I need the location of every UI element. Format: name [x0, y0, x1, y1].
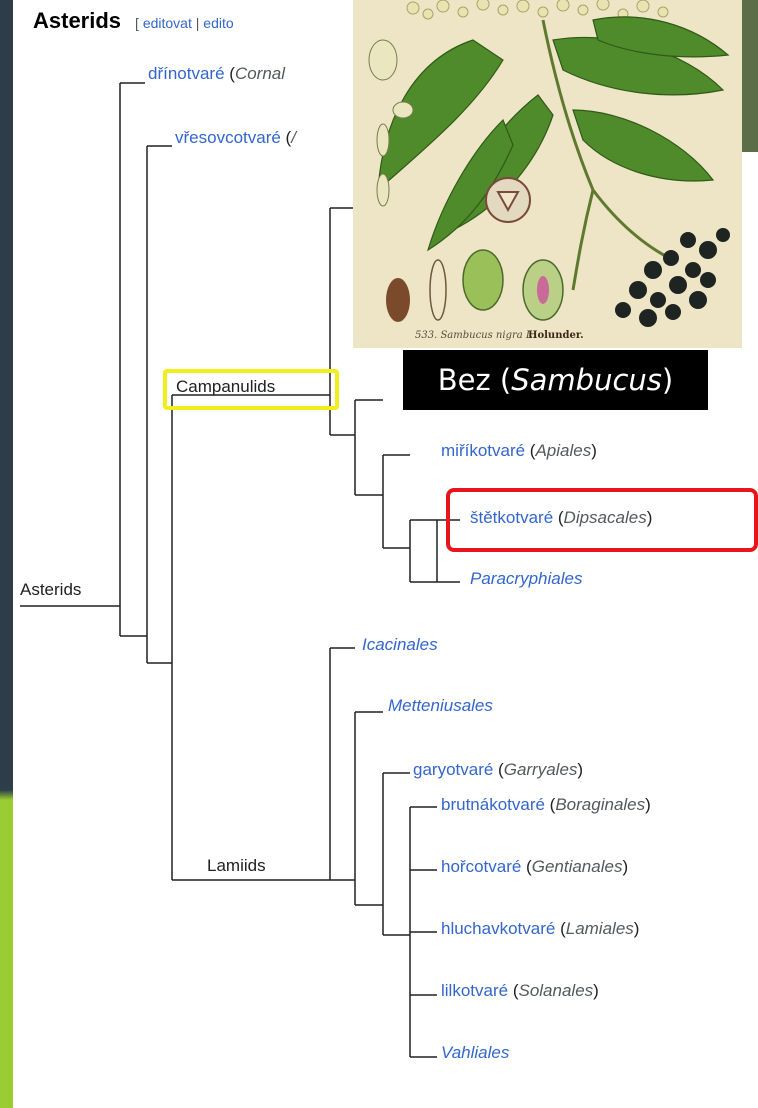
- leaf-link[interactable]: hořcotvaré: [441, 857, 521, 876]
- highlight-dipsacales: [446, 488, 758, 552]
- leaf-paracryphiales: Paracryphiales: [470, 569, 582, 589]
- sambucus-plate: 533. Sambucus nigra L. Holunder.: [353, 0, 742, 348]
- leaf-link[interactable]: miříkotvaré: [441, 441, 525, 460]
- leaf-garryales: garyotvaré (Garryales): [413, 760, 583, 780]
- photo-caption: Bez (Sambucus): [403, 350, 708, 410]
- leaf-link[interactable]: Icacinales: [362, 635, 438, 654]
- leaf-icacinales: Icacinales: [362, 635, 438, 655]
- leaf-solanales: lilkotvaré (Solanales): [441, 981, 599, 1001]
- botanical-illustration: 533. Sambucus nigra L. Holunder.: [353, 0, 742, 348]
- leaf-ericales: vřesovcotvaré (/: [175, 128, 296, 148]
- leaf-link[interactable]: lilkotvaré: [441, 981, 508, 1000]
- leaf-link[interactable]: brutnákotvaré: [441, 795, 545, 814]
- leaf-link[interactable]: Metteniusales: [388, 696, 493, 715]
- root-label-asterids: Asterids: [20, 580, 81, 600]
- leaf-link[interactable]: Paracryphiales: [470, 569, 582, 588]
- plate-caption-2: Holunder.: [528, 330, 584, 341]
- leaf-vahliales: Vahliales: [441, 1043, 509, 1063]
- leaf-cornales: dřínotvaré (Cornal: [148, 64, 285, 84]
- leaf-link[interactable]: vřesovcotvaré: [175, 128, 281, 147]
- leaf-boraginales: brutnákotvaré (Boraginales): [441, 795, 651, 815]
- leaf-gentianales: hořcotvaré (Gentianales): [441, 857, 628, 877]
- leaf-lamiales: hluchavkotvaré (Lamiales): [441, 919, 639, 939]
- leaf-link[interactable]: garyotvaré: [413, 760, 493, 779]
- plate-caption: 533. Sambucus nigra L.: [415, 330, 536, 341]
- leaf-link[interactable]: dřínotvaré: [148, 64, 225, 83]
- leaf-metteniusales: Metteniusales: [388, 696, 493, 716]
- leaf-apiales: miříkotvaré (Apiales): [441, 441, 597, 461]
- leaf-link[interactable]: hluchavkotvaré: [441, 919, 555, 938]
- highlight-campanulids: [163, 369, 339, 410]
- photo-leaves-edge: [742, 0, 758, 152]
- leaf-link[interactable]: Vahliales: [441, 1043, 509, 1062]
- clade-label-lamiids: Lamiids: [207, 856, 266, 876]
